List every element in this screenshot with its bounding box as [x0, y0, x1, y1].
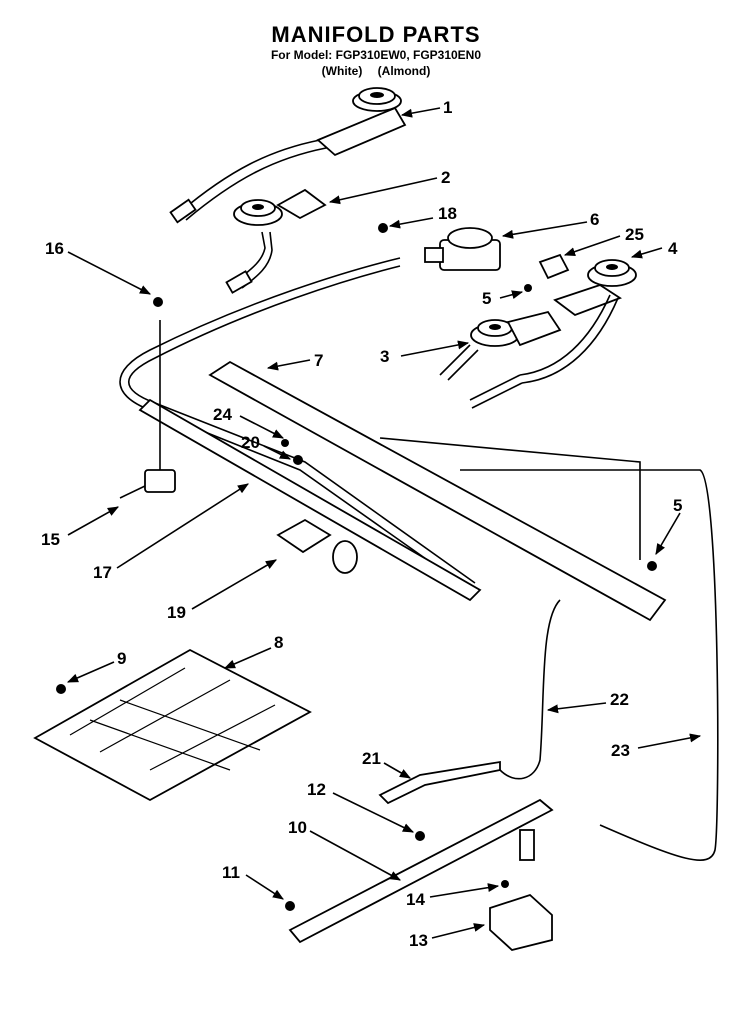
callout-5-lower: 5 [673, 496, 682, 515]
oven-burner-tube-10 [288, 798, 554, 944]
callout-14: 14 [406, 890, 425, 909]
burner-3-front-right [439, 310, 562, 409]
callout-10: 10 [288, 818, 307, 837]
burner-2-front-left [225, 188, 327, 294]
burner-4-rear-right [519, 259, 637, 384]
callout-20: 20 [241, 433, 260, 452]
callout-8: 8 [274, 633, 283, 652]
callout-11: 11 [222, 863, 240, 882]
callout-7: 7 [314, 351, 323, 370]
callout-19: 19 [167, 603, 186, 622]
variant-white: (White) [321, 64, 363, 78]
valve-15 [119, 320, 176, 499]
callout-5-upper: 5 [482, 289, 491, 308]
callout-15: 15 [41, 530, 60, 549]
callout-25: 25 [625, 225, 644, 244]
callout-arrows [66, 107, 702, 939]
pressure-regulator-6 [424, 227, 501, 271]
bracket-25 [538, 253, 570, 280]
model-subtitle: For Model: FGP310EW0, FGP310EN0 [270, 48, 482, 62]
callout-3: 3 [380, 347, 389, 366]
heat-shield-8 [33, 648, 312, 802]
gas-line-22 [499, 599, 561, 780]
model-variants: (White) (Almond) [0, 64, 752, 78]
callout-4: 4 [668, 239, 678, 258]
diagram-title: MANIFOLD PARTS [271, 22, 481, 47]
callout-1: 1 [443, 98, 452, 117]
callout-2: 2 [441, 168, 450, 187]
screws [56, 223, 657, 911]
callout-6: 6 [590, 210, 599, 229]
manifold-bracket-7 [208, 360, 667, 622]
callout-9: 9 [117, 649, 126, 668]
burner-1-rear-left [169, 87, 407, 224]
callout-18: 18 [438, 204, 457, 223]
callout-22: 22 [610, 690, 629, 709]
callout-21: 21 [362, 749, 381, 768]
variant-almond: (Almond) [377, 64, 431, 78]
callout-17: 17 [93, 563, 112, 582]
main-gas-tube [119, 257, 471, 591]
callout-24: 24 [213, 405, 232, 424]
gas-line-23 [379, 437, 719, 861]
callout-12: 12 [307, 780, 326, 799]
callout-23: 23 [611, 741, 630, 760]
terminal-block-19 [276, 518, 358, 574]
callout-13: 13 [409, 931, 428, 950]
igniter-21 [378, 760, 501, 805]
manifold-pipe-17 [138, 398, 482, 602]
safety-valve-13 [489, 829, 553, 951]
callout-16: 16 [45, 239, 64, 258]
